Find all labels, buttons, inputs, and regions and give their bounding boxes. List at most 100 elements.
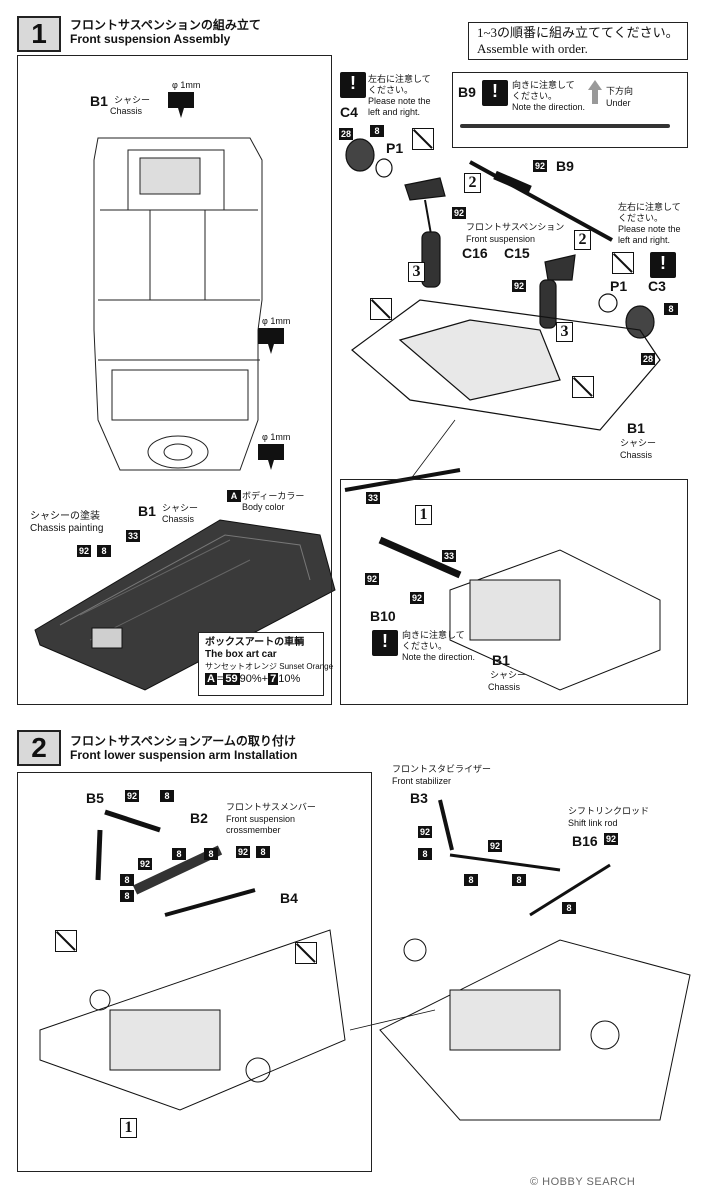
drill-2-label: φ 1mm	[262, 316, 291, 326]
chassis-painting-jp: シャシーの塗装	[30, 511, 100, 522]
code-33-paint: 33	[126, 530, 141, 542]
crossmember-en: Front suspension crossmember	[226, 814, 296, 835]
no-cement-icon-4	[572, 376, 594, 398]
mix-7: 7	[268, 673, 279, 685]
inset-b1-en: Chassis	[488, 682, 521, 692]
order-num-2-left: 2	[464, 173, 481, 193]
b1-mid-jp: シャシー	[162, 503, 199, 513]
code-92-c16: 92	[452, 207, 467, 219]
step2-left-drawing	[39, 809, 346, 1111]
step2-num-1: 1	[120, 1118, 137, 1138]
leader-lines	[349, 419, 456, 1031]
b9-direction-box	[452, 72, 688, 148]
stabilizer-jp: フロントスタビライザー	[392, 764, 492, 774]
step-2-title-jp: フロントサスペンションアームの取り付け	[70, 734, 296, 748]
boxart-panel: ボックスアートの車輌 The box art car サンセットオレンジ Sun…	[198, 632, 333, 696]
b9-under-en: Under	[606, 98, 631, 108]
no-cement-icon-3	[612, 252, 634, 274]
c3-note-icon	[650, 252, 676, 278]
order-num-1: 1	[415, 505, 432, 525]
b10-code: B10	[370, 608, 396, 624]
step-2-title-en: Front lower suspension arm Installation	[70, 748, 298, 762]
p1-left: P1	[386, 140, 404, 156]
order-num-2-right: 2	[574, 230, 591, 250]
b1-mid-code: B1	[138, 503, 156, 519]
code-92-b3b: 92	[488, 840, 503, 852]
boxart-color-jp: サンセットオレンジ	[205, 662, 277, 671]
code-8-b3c: 8	[512, 874, 526, 886]
code-8-right: 8	[664, 303, 678, 315]
code-28-left: 28	[339, 128, 354, 140]
code-92-inset-left: 92	[365, 573, 380, 585]
code-92-b4: 92	[236, 846, 251, 858]
arrow-up-shaft	[592, 90, 598, 104]
mix-eq: =	[216, 673, 224, 685]
b9-note-icon	[482, 80, 508, 106]
c3-note-en: Please note the left and right.	[618, 224, 681, 245]
b2-code: B2	[190, 810, 208, 826]
chassis-top-view-drawing	[93, 137, 263, 471]
crossmember-jp: フロントサスメンバー	[226, 802, 316, 812]
no-cement-icon-6	[295, 942, 317, 964]
b9-box-code: B9	[458, 84, 476, 100]
code-92-b3: 92	[418, 826, 433, 838]
c16-code: C16	[462, 245, 488, 261]
b1-mid-en: Chassis	[162, 514, 195, 524]
inset-b1-code: B1	[492, 652, 510, 668]
body-color-code: A	[227, 490, 241, 502]
code-8-b16: 8	[562, 902, 576, 914]
code-8-b3: 8	[418, 848, 432, 860]
front-susp-jp: フロントサスペンション	[466, 222, 565, 232]
mix-a: A	[205, 673, 217, 685]
code-8-b4: 8	[256, 846, 270, 858]
front-susp-en: Front suspension	[466, 234, 536, 244]
b3-code: B3	[410, 790, 428, 806]
arrow-up-icon	[588, 80, 602, 90]
boxart-color-en: Sunset Orange	[279, 662, 334, 671]
code-28-right: 28	[641, 353, 656, 365]
b1-top-jp: シャシー	[114, 95, 151, 105]
front-suspension-exploded-drawing	[345, 138, 661, 431]
watermark: © HOBBY SEARCH	[530, 1176, 636, 1188]
inset-b1-jp: シャシー	[490, 670, 527, 680]
code-92-inset-right: 92	[410, 592, 425, 604]
b1-right-jp: シャシー	[620, 438, 657, 448]
code-8-b2c: 8	[120, 874, 134, 886]
stabilizer-en: Front stabilizer	[392, 776, 452, 786]
code-8-b3b: 8	[464, 874, 478, 886]
mix-pct2: 10%	[278, 673, 301, 685]
no-cement-icon-5	[55, 930, 77, 952]
b9-under-jp: 下方向	[606, 86, 634, 96]
code-8-left: 8	[370, 125, 384, 137]
code-8-b5: 8	[160, 790, 174, 802]
code-8-b2d: 8	[120, 890, 134, 902]
drill-1-icon	[168, 92, 194, 118]
mix-pct1: 90%	[239, 673, 262, 685]
code-8-b2b: 8	[204, 848, 218, 860]
order-num-3-right: 3	[556, 322, 573, 342]
b4-code: B4	[280, 890, 298, 906]
b1-right-code: B1	[627, 420, 645, 436]
b10-note-en: Note the direction.	[402, 652, 476, 662]
b9-note-jp: 向きに注意して ください。	[512, 80, 575, 101]
b16-code: B16	[572, 833, 598, 849]
c4-code: C4	[340, 104, 358, 120]
step-2-number: 2	[17, 730, 61, 766]
order-note-jp: 1~3の順番に組み立ててください。	[477, 25, 679, 40]
drill-1-label: φ 1mm	[172, 80, 201, 90]
step-2-left-frame	[17, 772, 372, 1172]
step-1-number: 1	[17, 16, 61, 52]
code-92-b5: 92	[125, 790, 140, 802]
c3-note-jp: 左右に注意して ください。	[618, 202, 681, 223]
b1-right-en: Chassis	[620, 450, 653, 460]
shift-rod-en: Shift link rod	[568, 818, 618, 828]
c4-note-jp: 左右に注意して ください。	[368, 74, 431, 95]
step-1-title-jp: フロントサスペンションの組み立て	[70, 18, 261, 32]
code-92-b2: 92	[138, 858, 153, 870]
b9-code: B9	[556, 158, 574, 174]
code-33-inset-mid: 33	[442, 550, 457, 562]
b10-note-jp: 向きに注意して ください。	[402, 630, 465, 651]
drill-2-icon	[258, 328, 284, 354]
c4-note-en: Please note the left and right.	[368, 96, 431, 117]
